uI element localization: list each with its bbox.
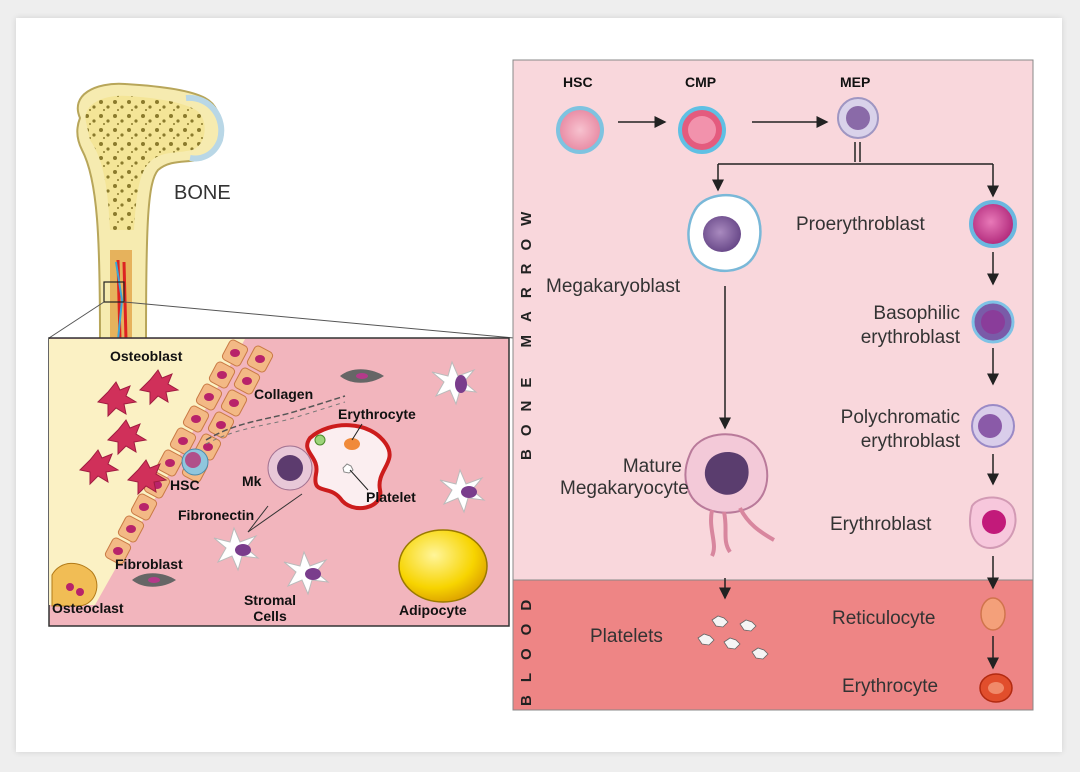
niche-hsc-label: HSC <box>170 477 200 493</box>
megakaryoblast-label: Megakaryoblast <box>546 276 681 297</box>
bone-marrow-section-label: BONE MARROW <box>518 198 535 460</box>
platelets-label: Platelets <box>590 626 663 647</box>
blood-section-label: BLOOD <box>518 586 535 706</box>
niche-platelet-label: Platelet <box>366 489 416 505</box>
basophilic-erythroblast-label: Basophilic erythroblast <box>860 303 960 348</box>
cmp-label: CMP <box>685 74 717 90</box>
mature-megakaryocyte-label: Mature Megakaryocyte <box>560 456 689 499</box>
niche-inset <box>48 337 510 627</box>
hematopoiesis-panel <box>512 59 1034 711</box>
stromal-cells-label: Stromal Cells <box>243 592 297 624</box>
niche-erythrocyte-label: Erythrocyte <box>338 406 416 422</box>
bone-label: BONE <box>174 182 231 204</box>
adipocyte-label: Adipocyte <box>399 602 467 618</box>
erythroblast-label: Erythroblast <box>830 514 932 535</box>
erythrocyte-label: Erythrocyte <box>842 676 939 697</box>
proerythroblast-label: Proerythroblast <box>796 214 925 235</box>
osteoclast-label: Osteoclast <box>52 600 124 616</box>
polychromatic-erythroblast-label: Polychromatic erythroblast <box>840 407 960 452</box>
hsc-label: HSC <box>563 74 593 90</box>
mep-label: MEP <box>840 74 871 90</box>
reticulocyte-label: Reticulocyte <box>832 608 936 629</box>
osteoblast-label: Osteoblast <box>110 348 183 364</box>
mk-label: Mk <box>242 473 262 489</box>
fibroblast-label: Fibroblast <box>115 556 183 572</box>
collagen-label: Collagen <box>254 386 314 402</box>
fibronectin-label: Fibronectin <box>178 507 255 523</box>
bone-illustration <box>48 82 515 341</box>
